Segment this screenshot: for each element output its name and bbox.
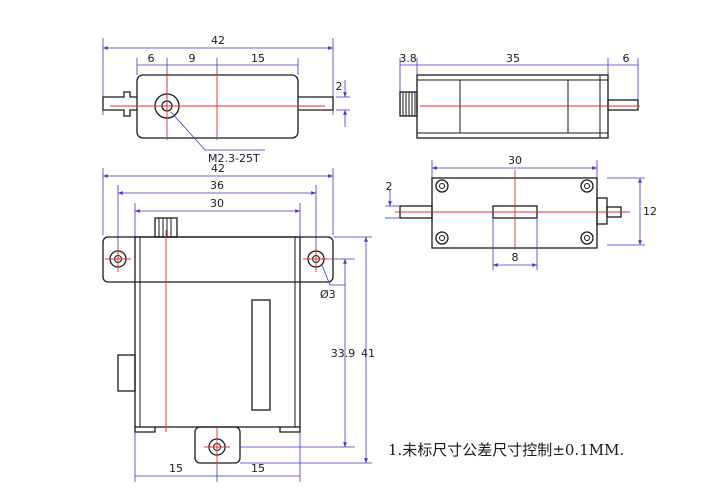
dim-label-seg2: 9 xyxy=(189,52,196,65)
side-view: 30 2 12 8 xyxy=(385,154,657,270)
dim-label-bottom-left: 15 xyxy=(169,462,183,475)
dim-label-width: 30 xyxy=(508,154,522,167)
mount-flange xyxy=(102,236,334,283)
foot xyxy=(279,427,301,433)
spline-teeth xyxy=(158,218,172,237)
foot xyxy=(134,427,156,433)
screw-icon xyxy=(580,179,594,193)
dim-label-seg1: 6 xyxy=(148,52,155,65)
hole-leader xyxy=(321,264,345,286)
front-view: 42 36 30 xyxy=(102,162,375,482)
label-slot xyxy=(251,299,271,411)
side-shaft xyxy=(596,197,608,225)
callout-label: M2.3-25T xyxy=(208,152,260,165)
dim-label-offset: 2 xyxy=(386,180,393,193)
dim-label-spline: 8 xyxy=(512,251,519,264)
screw-icon xyxy=(435,179,449,193)
screw-icon xyxy=(435,231,449,245)
side-body xyxy=(431,177,598,249)
servo-body-side xyxy=(416,74,609,139)
front-body xyxy=(134,236,301,428)
screw-icon xyxy=(439,235,445,241)
dim-label-total-height: 41 xyxy=(361,347,375,360)
dim-label-right: 6 xyxy=(623,52,630,65)
dim-label-hole-height: 33.9 xyxy=(331,347,356,360)
side-connector xyxy=(117,354,136,392)
top-left-view: 42 6 9 15 2 M2.3-25T xyxy=(102,34,350,165)
dim-label-front-overall: 42 xyxy=(211,162,225,175)
dim-label-hole: Ø3 xyxy=(320,288,336,301)
dim-label-bottom-right: 15 xyxy=(251,462,265,475)
screw-icon xyxy=(584,235,590,241)
screw-icon xyxy=(584,183,590,189)
spline-teeth xyxy=(402,92,416,116)
dim-label-left: 3.8 xyxy=(399,52,417,65)
dim-label-front-mid: 36 xyxy=(210,179,224,192)
dim-label-body: 35 xyxy=(506,52,520,65)
left-mount-ear xyxy=(102,91,137,117)
bottom-tab xyxy=(194,426,241,464)
screw-icon xyxy=(439,183,445,189)
dim-label-overall: 42 xyxy=(211,34,225,47)
callout-leader xyxy=(170,111,265,151)
tolerance-note: 1.未标尺寸公差尺寸控制±0.1MM. xyxy=(388,441,624,459)
right-mount-ear xyxy=(298,96,334,111)
screw-icon xyxy=(580,231,594,245)
servo-body-top xyxy=(136,74,299,139)
dim-label-tab: 2 xyxy=(336,80,343,93)
dim-label-seg3: 15 xyxy=(251,52,265,65)
top-right-view: 3.8 35 6 xyxy=(399,52,640,139)
dim-label-front-inner: 30 xyxy=(210,197,224,210)
dim-label-height: 12 xyxy=(643,205,657,218)
right-tab xyxy=(607,99,639,111)
